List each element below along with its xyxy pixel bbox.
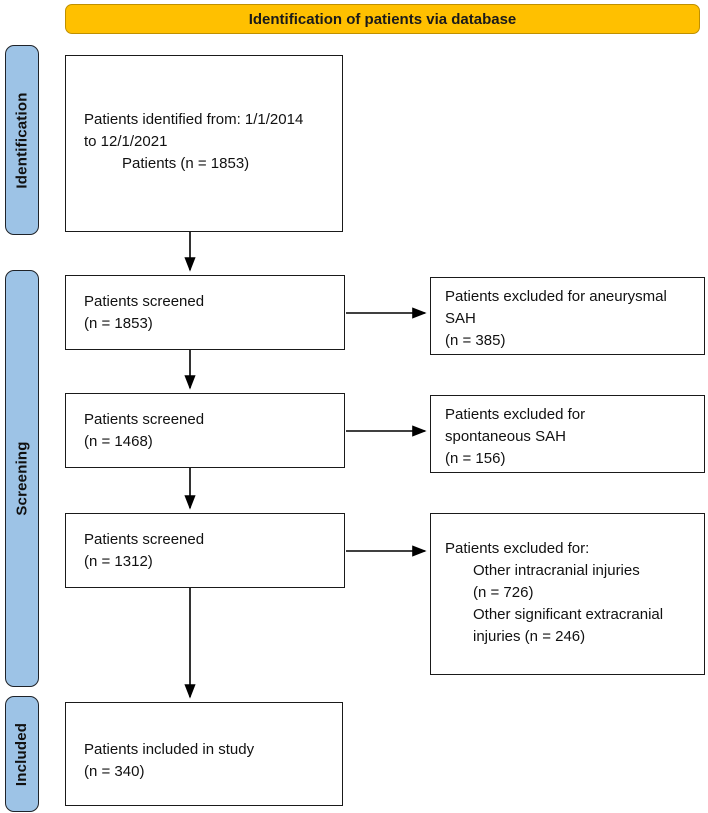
box-excluded-other-injuries: Patients excluded for: Other intracrania… xyxy=(430,513,705,675)
box-patients-screened-2: Patients screened (n = 1468) xyxy=(65,393,345,468)
box-text-line: injuries (n = 246) xyxy=(473,628,586,645)
box-text-line: Patients screened xyxy=(84,411,205,428)
stage-label-screening: Screening xyxy=(5,270,39,687)
stage-label-text: Screening xyxy=(13,441,31,516)
stage-label-text: Included xyxy=(13,722,31,786)
box-text-line: Patients screened xyxy=(84,293,205,310)
box-text-line: Patients included in study xyxy=(84,741,255,758)
box-text-line: Patients excluded for: xyxy=(445,540,590,557)
box-text-line: Patients screened xyxy=(84,531,205,548)
box-text-line: Other significant extracranial xyxy=(473,606,664,623)
box-patients-screened-3: Patients screened (n = 1312) xyxy=(65,513,345,588)
title-banner-label: Identification of patients via database xyxy=(248,10,517,28)
box-text-line: (n = 726) xyxy=(473,584,534,601)
stage-label-text: Identification xyxy=(13,91,31,189)
box-text-line: (n = 340) xyxy=(84,763,145,780)
box-text-line: (n = 385) xyxy=(445,332,506,349)
box-text-line: (n = 1312) xyxy=(84,553,153,570)
box-text-line: Patients (n = 1853) xyxy=(122,155,250,172)
box-text-line: (n = 1468) xyxy=(84,433,153,450)
box-text-line: SAH xyxy=(445,310,476,327)
box-excluded-aneurysmal-sah: Patients excluded for aneurysmal SAH (n … xyxy=(430,277,705,355)
box-text-line: Patients identified from: 1/1/2014 xyxy=(84,111,304,128)
box-patients-screened-1: Patients screened (n = 1853) xyxy=(65,275,345,350)
box-text-line: (n = 156) xyxy=(445,450,506,467)
stage-label-included: Included xyxy=(5,696,39,812)
stage-label-identification: Identification xyxy=(5,45,39,235)
box-text-line: Patients excluded for aneurysmal xyxy=(445,288,667,305)
box-text-line: Other intracranial injuries xyxy=(473,562,640,579)
title-banner: Identification of patients via database xyxy=(65,4,700,34)
box-text-line: spontaneous SAH xyxy=(445,428,566,445)
box-text-line: Patients excluded for xyxy=(445,406,586,423)
box-patients-included: Patients included in study (n = 340) xyxy=(65,702,343,806)
box-text-line: (n = 1853) xyxy=(84,315,153,332)
box-excluded-spontaneous-sah: Patients excluded for spontaneous SAH (n… xyxy=(430,395,705,473)
box-patients-identified: Patients identified from: 1/1/2014 to 12… xyxy=(65,55,343,232)
box-text-line: to 12/1/2021 xyxy=(84,133,168,150)
